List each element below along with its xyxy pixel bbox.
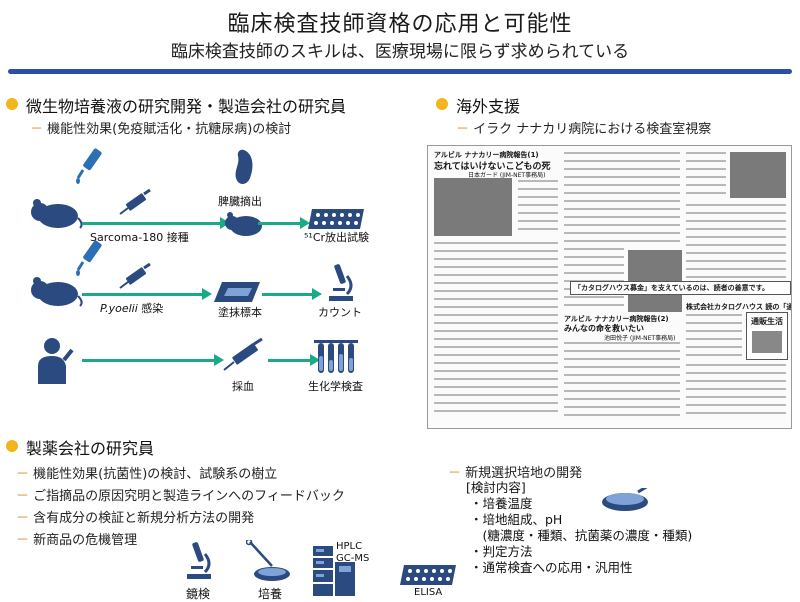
section-overseas-item: － イラク ナナカリ病院における検査室視察 (456, 122, 712, 137)
article-head-2: アルビル ナナカリー病院報告(2) (564, 315, 669, 323)
label-blood: 採血 (232, 380, 254, 393)
flow-arrow (82, 288, 212, 300)
flow-arrow (262, 288, 322, 300)
pharma-item: － 機能性効果(抗菌性)の検討、試験系の樹立 (16, 467, 278, 482)
article-mid-title: 「カタログハウス募金」を支えているのは、読者の善意です。 (570, 281, 791, 295)
label-sarcoma: Sarcoma-180 接種 (90, 231, 189, 244)
section-overseas-title: 海外支援 (456, 97, 521, 116)
article-byline-1: 日本ガード (JIM-NET事務局) (468, 172, 546, 179)
flow-arrow (258, 217, 310, 229)
article-title-2: みんなの命を救いたい (564, 324, 644, 333)
pharma-item: － 含有成分の検証と新規分析方法の開発 (16, 511, 255, 526)
article-head-1: アルビル ナナカリー病院報告(1) (434, 151, 539, 159)
pipette-icon (74, 240, 102, 276)
section-pharma-title: 製薬会社の研究員 (26, 439, 155, 458)
flow-arrow (268, 354, 320, 366)
section-bullet (436, 98, 448, 110)
page-title: 臨床検査技師資格の応用と可能性 (227, 12, 573, 37)
petri-dish-icon (600, 488, 650, 512)
section-micro-title: 微生物培養液の研究開発・製造会社の研究員 (26, 97, 347, 116)
pharma-item: － ご指摘品の原因究明と製造ラインへのフィードバック (16, 489, 345, 504)
well-plate-icon (308, 209, 364, 229)
culture-loop-icon (246, 540, 292, 582)
label-cr-release: ⁵¹Cr放出試験 (304, 231, 370, 244)
tool-label-culture: 培養 (258, 587, 283, 601)
article-title-1: 忘れてはいけないこどもの死 (434, 162, 551, 172)
pharma-right-list-item: ・通常検査への応用・汎用性 (470, 560, 633, 575)
microscope-icon (183, 540, 213, 580)
mouse-icon (28, 272, 84, 308)
pharma-right-list-item: (糖濃度・種類、抗菌薬の濃度・種類) (470, 528, 693, 543)
syringe-icon (118, 262, 154, 292)
flow-arrow (82, 217, 230, 229)
label-smear: 塗抹標本 (218, 306, 262, 319)
tool-label-microscope: 鏡検 (186, 587, 211, 601)
tool-label-gcms: GC-MS (336, 553, 370, 564)
person-icon (34, 336, 74, 384)
tool-label-elisa: ELISA (414, 587, 443, 598)
flow-arrow (82, 354, 224, 366)
pharma-right-bracket: [検討内容] (466, 480, 526, 495)
label-yoelii: P.yoelii 感染 (100, 302, 164, 315)
article-photo (434, 178, 512, 236)
hplc-instrument-icon (313, 542, 357, 598)
section-bullet (6, 440, 18, 452)
pharma-right-list-item: ・培地組成、pH (470, 512, 563, 527)
pharma-right-head: － 新規選択培地の開発 (448, 466, 583, 481)
label-biochem: 生化学検査 (308, 380, 363, 393)
pharma-right-list-item: ・判定方法 (470, 544, 533, 559)
mouse-icon (222, 208, 266, 238)
pharma-item: － 新商品の危機管理 (16, 533, 138, 548)
article-photo (730, 152, 786, 198)
article-logo: 通販生活 (751, 317, 783, 326)
section-micro-item: － 機能性効果(免疫賦活化・抗糖尿病)の検討 (30, 122, 292, 137)
syringe-icon (222, 338, 266, 374)
test-tubes-icon (314, 340, 358, 376)
elisa-plate-icon (400, 565, 456, 585)
pharma-right-list-item: ・培養温度 (470, 496, 533, 511)
article-logo-box: 通販生活 (746, 312, 788, 360)
tool-label-hplc: HPLC (336, 541, 363, 552)
syringe-icon (118, 188, 154, 218)
article-mid-sub: 株式会社カタログハウス 読の「通販生活」 (686, 303, 792, 311)
spleen-icon (232, 148, 256, 188)
slide-icon (214, 282, 260, 302)
header-divider (8, 69, 792, 74)
pipette-icon (74, 148, 102, 184)
section-bullet (6, 98, 18, 110)
article-byline-2: 池田悦子 (JIM-NET事務局) (604, 335, 676, 342)
mouse-icon (28, 194, 84, 230)
microscope-icon (325, 262, 355, 302)
label-count: カウント (318, 306, 362, 319)
page-subtitle: 臨床検査技師のスキルは、医療現場に限らず求められている (170, 42, 630, 62)
label-spleen: 脾臓摘出 (218, 195, 262, 208)
